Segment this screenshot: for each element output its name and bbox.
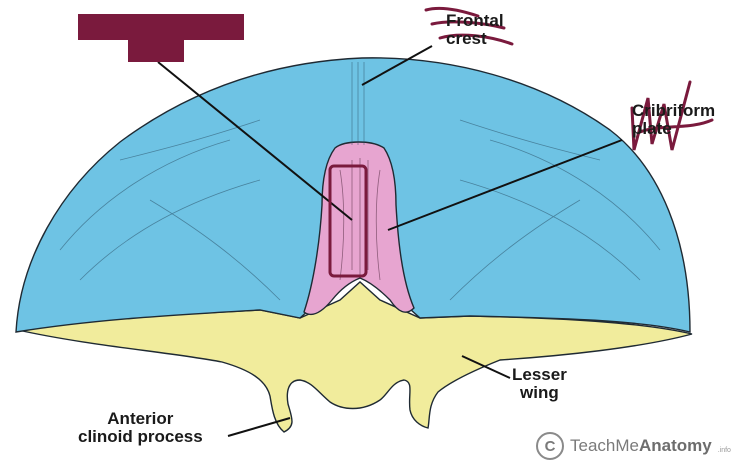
label-anterior-clinoid-line1: Anterior <box>107 409 174 428</box>
redaction-block-top <box>78 14 244 40</box>
brand-name-part2: Anatomy <box>638 436 712 455</box>
copyright-icon: C <box>536 432 564 460</box>
cribriform-highlight-box <box>328 164 368 278</box>
pointer-lines <box>157 45 623 437</box>
ethmoid-texture <box>339 158 381 281</box>
brand-name-part1: TeachMe <box>570 436 639 455</box>
label-anterior-clinoid-line2: clinoid process <box>78 426 203 446</box>
label-lesser-wing-line2: wing <box>520 382 559 402</box>
label-frontal-crest-line1: Frontal <box>446 11 504 30</box>
scribble-frontal-crest <box>424 6 514 46</box>
redaction-block-bottom <box>128 40 184 62</box>
scribble-cribriform <box>630 80 714 151</box>
label-lesser-wing: Lesser wing <box>512 366 567 402</box>
label-frontal-crest: Frontal crest <box>446 12 504 48</box>
label-cribriform-line1: Cribriform <box>632 101 716 120</box>
brand-suffix: .info <box>717 447 731 454</box>
label-lesser-wing-line1: Lesser <box>512 365 567 384</box>
label-anterior-clinoid: Anterior clinoid process <box>78 410 203 446</box>
label-frontal-crest-line2: crest <box>446 28 487 48</box>
label-cribriform-plate: Cribriform plate <box>632 102 715 138</box>
bone-texture <box>59 62 661 301</box>
label-cribriform-line2: plate <box>632 118 672 138</box>
